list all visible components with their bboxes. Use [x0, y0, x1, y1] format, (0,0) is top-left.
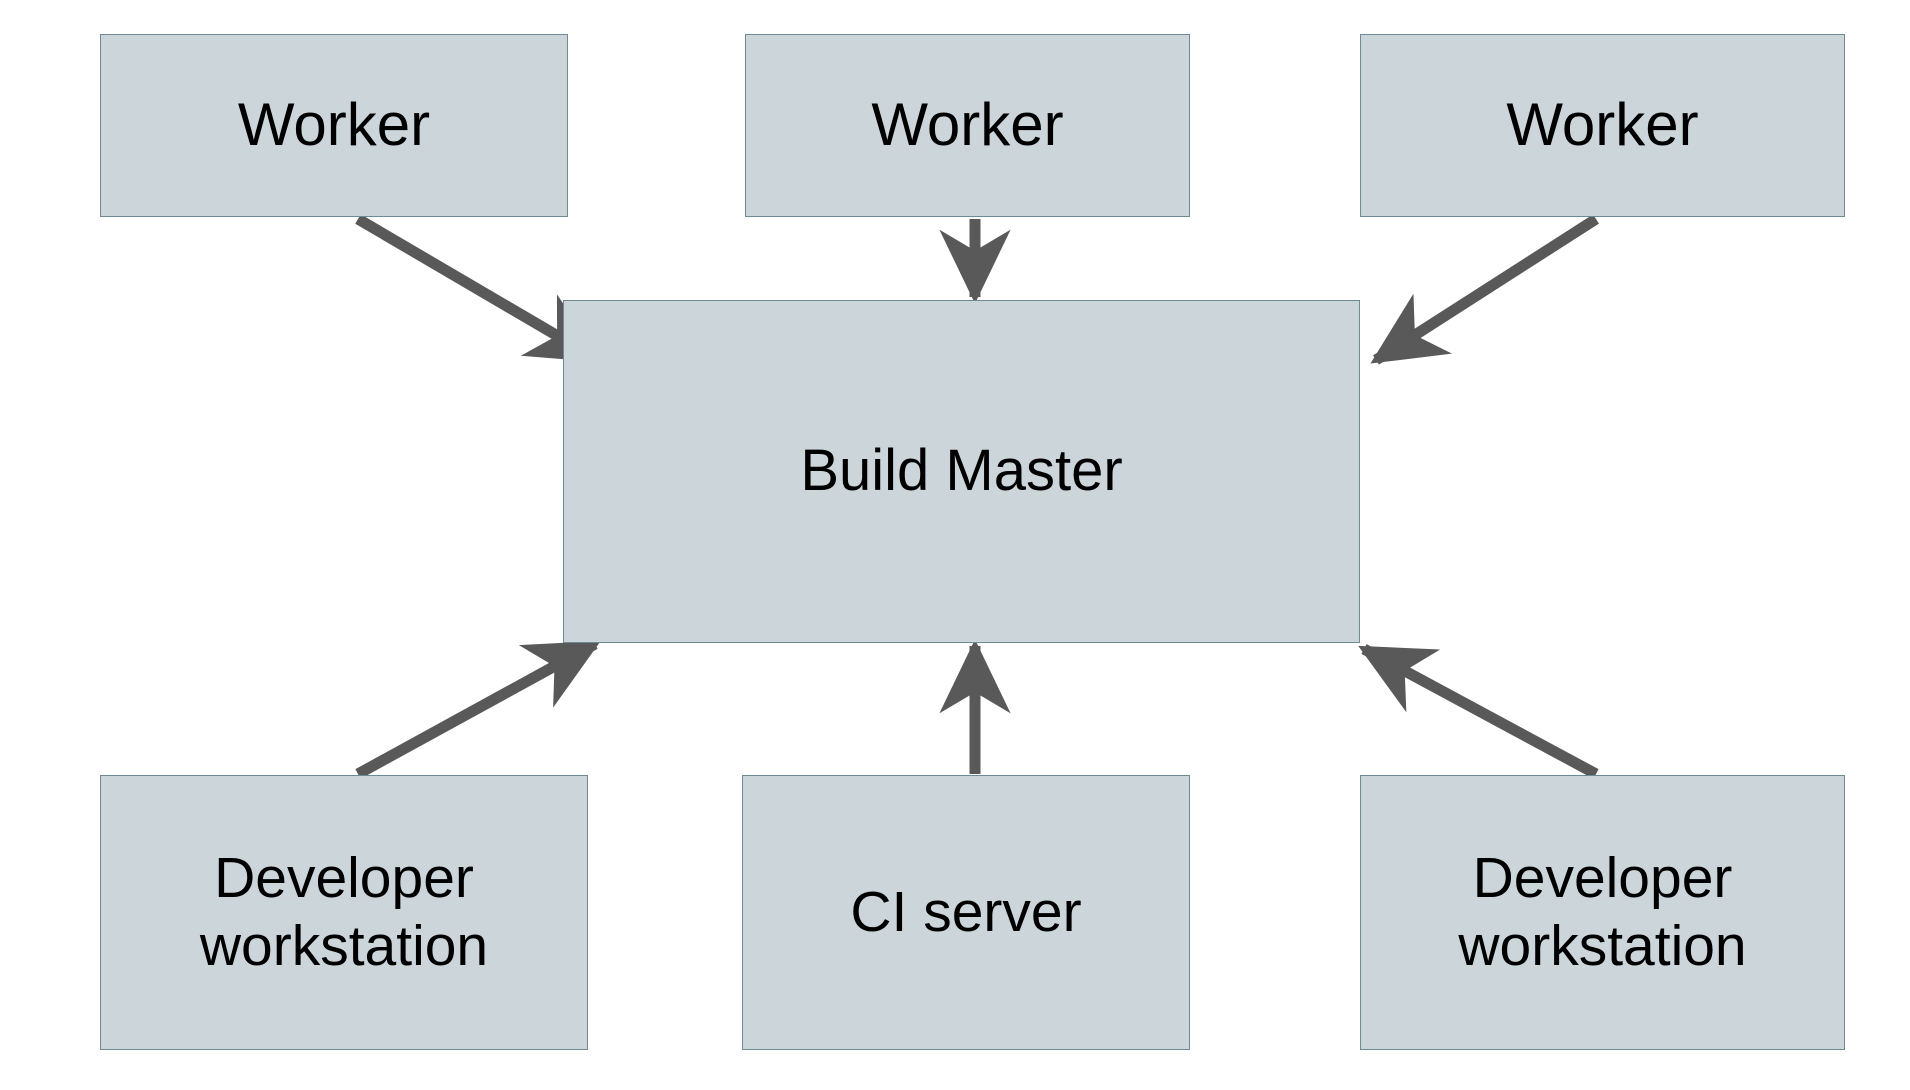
node-worker-2[interactable]: Worker: [745, 34, 1190, 217]
node-developer-workstation-right[interactable]: Developer workstation: [1360, 775, 1845, 1050]
edge-worker-3-to-build-master: [1370, 214, 1599, 365]
node-build-master[interactable]: Build Master: [563, 300, 1360, 643]
node-worker-1-label: Worker: [237, 91, 431, 159]
edge-dev-right-to-build-master: [1358, 644, 1599, 779]
node-ci-server[interactable]: CI server: [742, 775, 1190, 1050]
edge-worker-1-to-build-master: [355, 214, 603, 364]
node-worker-1[interactable]: Worker: [100, 34, 568, 217]
edge-dev-left-to-build-master: [355, 639, 601, 779]
node-developer-workstation-right-label: Developer workstation: [1458, 846, 1747, 978]
node-developer-workstation-left[interactable]: Developer workstation: [100, 775, 588, 1050]
node-developer-workstation-left-label: Developer workstation: [199, 846, 489, 978]
node-build-master-label: Build Master: [800, 438, 1123, 504]
node-ci-server-label: CI server: [850, 879, 1082, 944]
node-worker-2-label: Worker: [871, 91, 1064, 159]
node-worker-3[interactable]: Worker: [1360, 34, 1845, 217]
node-worker-3-label: Worker: [1506, 91, 1699, 159]
